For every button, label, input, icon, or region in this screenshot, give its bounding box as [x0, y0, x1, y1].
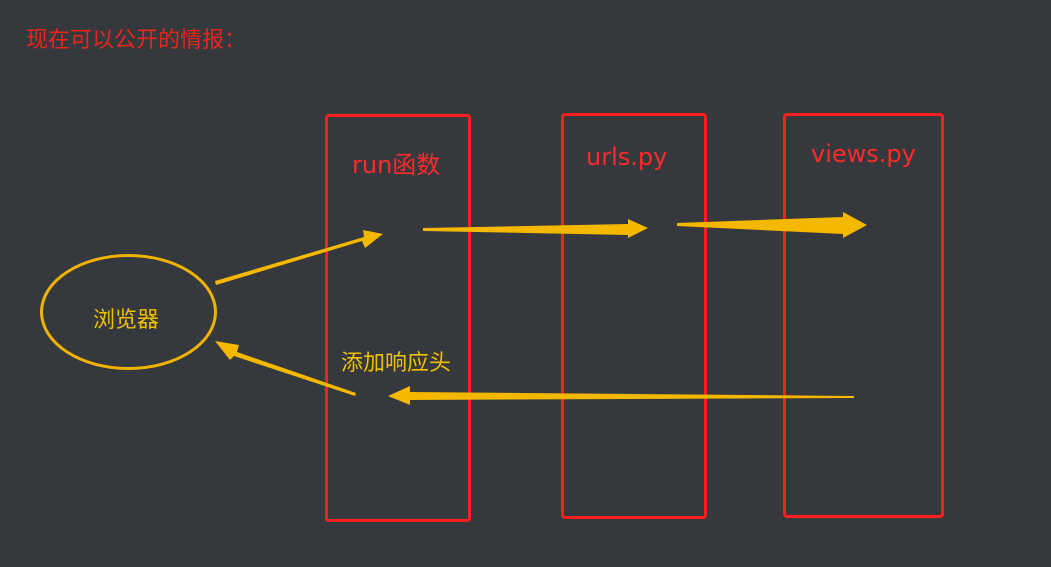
request-arrow: [215, 230, 383, 285]
response-to-browser-arrow: [215, 341, 356, 396]
views-label: views.py: [811, 140, 916, 168]
views-box: [783, 113, 944, 518]
add-response-header-label: 添加响应头: [341, 351, 452, 376]
browser-ellipse: [40, 254, 217, 370]
urls-box: [561, 113, 707, 519]
run-to-urls-arrow: [423, 219, 648, 238]
page-heading: 现在可以公开的情报：: [26, 28, 247, 53]
browser-label: 浏览器: [93, 308, 160, 333]
run-function-box: [325, 114, 471, 522]
response-arrow: [388, 386, 854, 405]
urls-to-views-arrow: [677, 212, 867, 238]
run-function-label: run函数: [352, 151, 441, 179]
urls-label: urls.py: [586, 143, 668, 171]
